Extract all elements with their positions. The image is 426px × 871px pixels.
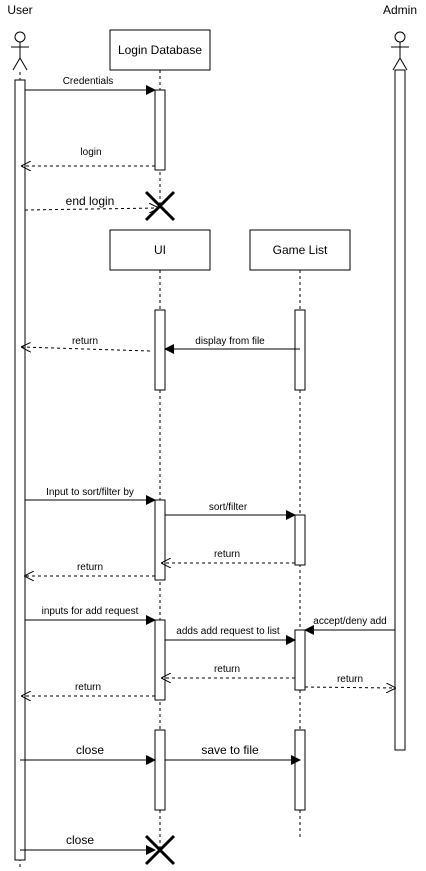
login-database-box xyxy=(109,29,211,71)
msg-input-sort-label: Input to sort/filter by xyxy=(46,487,134,498)
msg-accept-deny-label: accept/deny add xyxy=(313,616,386,627)
ui-activation-bar-4 xyxy=(154,729,166,811)
game-list-label: Game List xyxy=(273,243,328,257)
msg-return-sort-ui-label: return xyxy=(77,562,103,573)
msg-display-from-file-label: display from file xyxy=(195,336,265,347)
admin-activation-bar xyxy=(394,69,406,751)
msg-inputs-add-label: inputs for add request xyxy=(42,606,139,617)
ui-activation-bar-1 xyxy=(154,309,166,391)
ui-destroy-icon xyxy=(144,834,176,866)
ui-activation-bar-2 xyxy=(154,499,166,581)
actor-admin-label: Admin xyxy=(383,3,417,17)
game-list-activation-bar-1 xyxy=(294,309,306,391)
game-list-activation-bar-3 xyxy=(294,629,306,691)
msg-adds-request-label: adds add request to list xyxy=(176,626,280,637)
msg-return-add-gl-label: return xyxy=(214,664,240,675)
game-list-box xyxy=(249,229,351,271)
admin-stick-figure-icon xyxy=(391,31,409,71)
msg-close-2-label: close xyxy=(66,833,94,847)
msg-end-login-label: end login xyxy=(66,194,115,208)
user-stick-figure-icon xyxy=(11,31,29,71)
msg-return-display-arrow xyxy=(22,347,151,351)
ui-box xyxy=(109,229,211,271)
msg-login-label: login xyxy=(80,147,101,158)
msg-close-1-label: close xyxy=(76,743,104,757)
ui-activation-bar-3 xyxy=(154,619,166,701)
msg-return-sort-gl-label: return xyxy=(214,549,240,560)
msg-end-login-arrow xyxy=(24,208,158,210)
actor-user-label: User xyxy=(7,3,32,17)
login-database-label: Login Database xyxy=(118,43,202,57)
msg-return-add-admin-label: return xyxy=(337,674,363,685)
login-db-activation-bar xyxy=(154,89,166,171)
user-activation-bar xyxy=(14,79,26,861)
game-list-activation-bar-4 xyxy=(294,729,306,811)
msg-save-to-file-label: save to file xyxy=(201,743,259,757)
login-db-destroy-icon xyxy=(144,190,176,222)
ui-label: UI xyxy=(154,243,166,257)
game-list-activation-bar-2 xyxy=(294,514,306,566)
msg-credentials-label: Credentials xyxy=(63,76,114,87)
msg-return-display-label: return xyxy=(72,336,98,347)
msg-sort-filter-label: sort/filter xyxy=(209,502,248,513)
msg-return-add-admin-arrow xyxy=(304,687,395,688)
msg-return-add-ui-label: return xyxy=(75,682,101,693)
